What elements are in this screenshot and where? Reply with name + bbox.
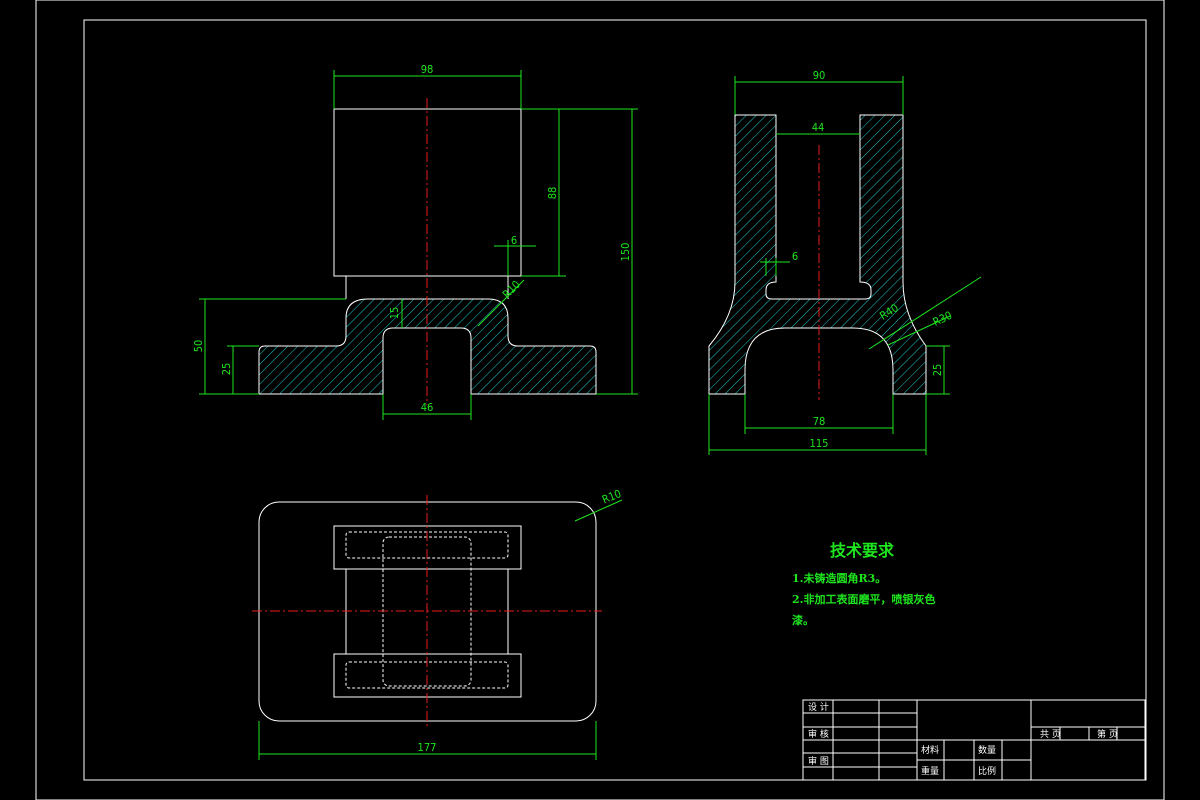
tb-sheet-total: 共 页 [1040,729,1061,740]
title-block: 设 计 审 核 审 图 材料 数量 重量 比例 共 页 第 页 [802,699,1146,781]
dim-text: 78 [813,415,826,428]
dim-text: 98 [421,63,434,76]
dim-front-inner-height: 15 [388,299,403,328]
dim-text: 50 [192,340,205,353]
note-line-3: 漆。 [792,613,814,627]
dim-side-gap-width: 44 [776,121,860,135]
dim-side-total-width: 115 [708,394,927,455]
dim-text: 25 [220,363,233,376]
outer-frame [35,0,1165,800]
dim-front-upper-height: 88 [521,108,566,277]
dim-text: 46 [421,401,434,414]
dim-text: 88 [546,187,559,200]
dim-front-total-height: 150 [521,108,638,395]
dim-side-inner-width: 78 [744,394,894,434]
technical-notes: 技术要求 1.未铸造圆角R3。 2.非加工表面磨平，喷银灰色 漆。 [792,541,935,627]
tb-review: 审 核 [808,728,829,740]
dim-side-flange-height: 25 [926,345,950,395]
dim-text: 6 [792,250,798,263]
dim-top-total-width: 177 [258,721,597,760]
dim-front-wall: 6 [494,234,536,276]
tb-quantity: 数量 [978,744,996,756]
dim-text: 177 [418,741,437,754]
top-view: R10 177 [252,487,623,760]
inner-frame [83,19,1147,781]
side-view: 90 44 6 R40 R30 25 7 [708,69,982,455]
side-section [708,114,927,395]
dim-text: 6 [511,234,517,247]
tb-design: 设 计 [808,701,829,713]
front-upper-block [333,108,522,277]
dim-text: 25 [931,364,944,377]
dim-text: 150 [619,243,632,262]
notes-title: 技术要求 [830,541,895,560]
dim-text: R30 [931,309,954,329]
note-line-2: 2.非加工表面磨平，喷银灰色 [792,592,935,606]
tb-scale: 比例 [978,765,996,777]
tb-weight: 重量 [921,765,939,777]
dim-text: 115 [810,437,829,450]
dim-text: R10 [500,278,523,301]
dim-text: 90 [813,69,826,82]
dim-top-corner-radius: R10 [574,487,623,522]
tb-material: 材料 [921,744,939,756]
dim-front-top-width: 98 [333,63,522,109]
dim-front-slot-width: 46 [382,394,472,420]
tb-sheet-no: 第 页 [1097,728,1118,740]
tb-check: 审 图 [808,755,829,767]
front-view: 98 88 150 6 R10 15 [192,63,638,420]
dim-text: 15 [388,307,401,320]
dim-side-top-width: 90 [734,69,904,115]
dim-text: R10 [600,487,623,506]
note-line-1: 1.未铸造圆角R3。 [792,571,886,585]
front-base-section [258,298,597,395]
dim-side-wall: 6 [760,250,798,276]
dim-front-flange-height: 25 [220,345,259,394]
dim-front-base-height: 50 [192,298,346,395]
dim-text: 44 [812,121,825,134]
